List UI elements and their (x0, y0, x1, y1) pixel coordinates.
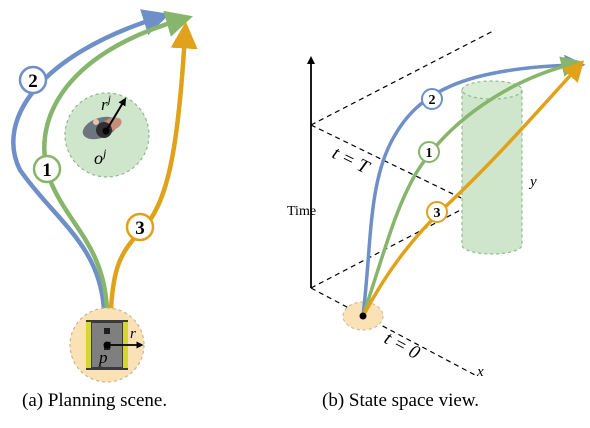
trajectory-1-right-badge: 1 (418, 141, 440, 163)
obstacle: rj oj (64, 92, 150, 178)
obstacle-radius-label: rj (101, 92, 112, 114)
trajectory-2-right (361, 54, 586, 317)
svg-text:1: 1 (42, 160, 52, 181)
planning-scene: rj oj r p 2 (11, 9, 198, 383)
robot: r p (69, 307, 145, 383)
svg-text:1: 1 (426, 146, 433, 161)
svg-text:2: 2 (28, 71, 38, 92)
robot-position-label: p (98, 348, 108, 367)
x-axis-label: x (476, 364, 484, 380)
obstacle-label: oj (94, 146, 107, 168)
plane-edge-bottom-front (310, 287, 476, 376)
obstacle-center (102, 127, 110, 135)
trajectory-2-right-badge: 2 (421, 88, 443, 110)
trajectory-3-right-badge: 3 (426, 201, 448, 223)
svg-text:3: 3 (135, 218, 145, 239)
state-space-view: Time t = T t = 0 x y 2 1 (287, 29, 586, 380)
plane-edge-top-front (310, 124, 493, 214)
trajectory-2-left-badge: 2 (18, 65, 48, 95)
robot-start-point (359, 312, 367, 320)
t-end-label: t = T (329, 143, 374, 179)
trajectory-2-left (11, 9, 170, 311)
y-axis-label: y (528, 174, 537, 190)
obstacle-radius-arrow (105, 97, 127, 132)
plane-edge-top-back (310, 29, 496, 126)
obstacle-cylinder (461, 80, 523, 255)
robot-position (103, 341, 111, 349)
trajectory-3-left-badge: 3 (125, 212, 155, 242)
svg-text:3: 3 (434, 206, 441, 221)
trajectory-1-right (361, 56, 583, 317)
trajectory-1-left-badge: 1 (32, 154, 62, 184)
time-axis-label: Time (287, 204, 316, 219)
caption-state-space-view: (b) State space view. (322, 390, 480, 411)
caption-planning-scene: (a) Planning scene. (22, 390, 168, 411)
t-start-label: t = 0 (381, 328, 424, 364)
robot-radius-label: r (130, 326, 136, 342)
svg-text:2: 2 (429, 93, 436, 108)
